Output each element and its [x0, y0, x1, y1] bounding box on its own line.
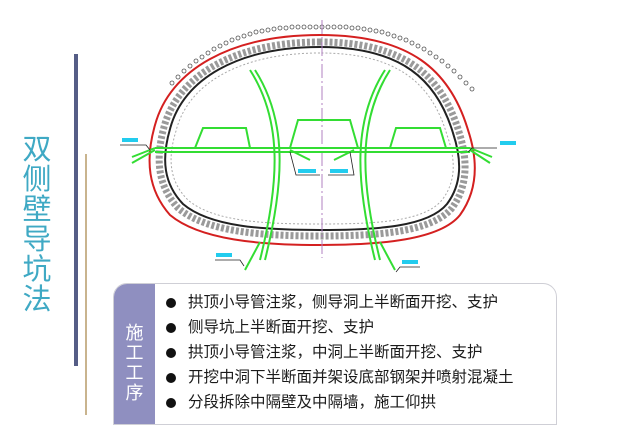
- title-char: 双: [22, 132, 52, 166]
- step-text: 分段拆除中隔壁及中隔墙，施工仰拱: [188, 393, 437, 411]
- annotation-labels: [122, 138, 516, 264]
- excavation-line: [148, 33, 476, 247]
- step-item: 拱顶小导管注浆，侧导洞上半断面开挖、支护: [166, 290, 514, 315]
- step-text: 拱顶小导管注浆，中洞上半断面开挖、支护: [188, 343, 483, 361]
- decorative-bar-tan: [85, 154, 87, 415]
- title-char: 法: [22, 282, 52, 316]
- step-item: 侧导坑上半断面开挖、支护: [166, 315, 514, 340]
- step-item: 分段拆除中隔壁及中隔墙，施工仰拱: [166, 390, 514, 415]
- bullet-icon: [166, 398, 176, 408]
- steps-label-char: 工: [125, 343, 144, 364]
- inner-lining: [164, 45, 461, 232]
- construction-steps-panel: 施 工 工 序 拱顶小导管注浆，侧导洞上半断面开挖、支护 侧导坑上半断面开挖、支…: [113, 283, 557, 425]
- title-char: 导: [22, 222, 52, 256]
- title-char: 坑: [22, 252, 52, 286]
- title-char: 侧: [22, 162, 52, 196]
- bullet-icon: [166, 298, 176, 308]
- decorative-bar-purple: [74, 54, 78, 366]
- steps-label-char: 工: [125, 363, 144, 384]
- steps-label-char: 施: [125, 323, 144, 344]
- step-text: 开挖中洞下半断面并架设底部钢架并喷射混凝土: [188, 368, 514, 386]
- steps-list: 拱顶小导管注浆，侧导洞上半断面开挖、支护 侧导坑上半断面开挖、支护 拱顶小导管注…: [166, 290, 514, 415]
- step-item: 开挖中洞下半断面并架设底部钢架并喷射混凝土: [166, 365, 514, 390]
- bullet-icon: [166, 373, 176, 383]
- bullet-icon: [166, 323, 176, 333]
- annotation-leaders: [120, 144, 497, 273]
- lining-band: [155, 38, 469, 240]
- steps-label: 施 工 工 序: [114, 284, 155, 424]
- bullet-icon: [166, 348, 176, 358]
- step-text: 拱顶小导管注浆，侧导洞上半断面开挖、支护: [188, 293, 499, 311]
- step-item: 拱顶小导管注浆，中洞上半断面开挖、支护: [166, 340, 514, 365]
- steps-label-char: 序: [125, 383, 144, 404]
- title-char: 壁: [22, 192, 52, 226]
- page-title-vertical: 双 侧 壁 导 坑 法: [20, 134, 54, 314]
- tunnel-cross-section-diagram: [120, 20, 516, 273]
- step-text: 侧导坑上半断面开挖、支护: [188, 318, 375, 336]
- temporary-supports: [131, 69, 493, 271]
